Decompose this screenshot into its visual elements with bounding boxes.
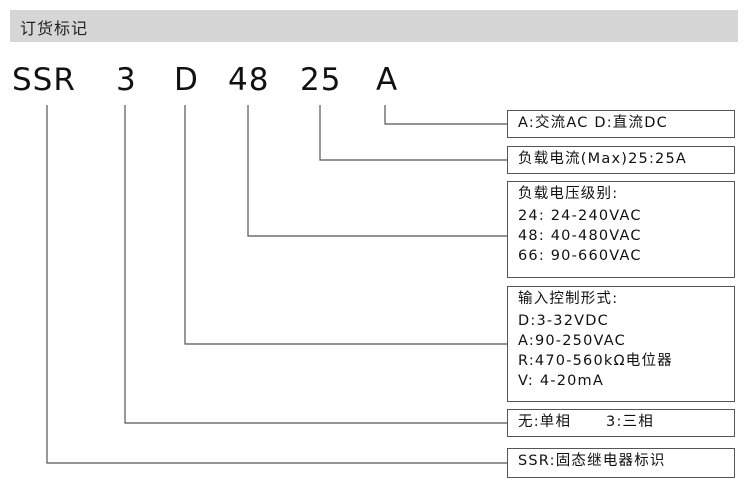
box-current-type: A:交流AC D:直流DC (507, 110, 735, 138)
load-voltage-line: 66: 90-660VAC (518, 248, 642, 264)
input-control-line: A:90-250VAC (518, 333, 626, 349)
code-voltage: 48 (228, 62, 270, 98)
load-voltage-line: 48: 40-480VAC (518, 228, 642, 244)
connector-current (319, 105, 507, 161)
box-phase: 无:单相 3:三相 (507, 409, 735, 437)
current-type-text: A:交流AC D:直流DC (518, 115, 668, 131)
box-input-control: 输入控制形式: D:3-32VDC A:90-250VAC R:470-560k… (507, 286, 735, 402)
connector-voltage (247, 105, 507, 237)
header-bar: 订货标记 (10, 10, 738, 42)
code-current: 25 (300, 62, 342, 98)
code-type: A (376, 62, 399, 98)
input-control-title: 输入控制形式: (518, 291, 619, 307)
code-input: D (174, 62, 199, 98)
input-control-line: D:3-32VDC (518, 313, 609, 329)
phase-text: 无:单相 3:三相 (518, 414, 654, 430)
load-current-text: 负载电流(Max)25:25A (518, 151, 687, 167)
box-load-current: 负载电流(Max)25:25A (507, 146, 735, 174)
box-ssr-mark: SSR:固态继电器标识 (507, 448, 735, 478)
connector-input (184, 105, 507, 345)
ssr-mark-text: SSR:固态继电器标识 (518, 453, 666, 469)
connector-ssr (46, 105, 507, 464)
connector-type (384, 105, 507, 125)
load-voltage-line: 24: 24-240VAC (518, 208, 642, 224)
box-load-voltage: 负载电压级别: 24: 24-240VAC 48: 40-480VAC 66: … (507, 181, 735, 278)
code-ssr: SSR (12, 62, 76, 98)
input-control-line: R:470-560kΩ电位器 (518, 353, 673, 369)
header-title: 订货标记 (20, 19, 89, 38)
load-voltage-title: 负载电压级别: (518, 186, 619, 202)
connector-phase (124, 105, 507, 424)
input-control-line: V: 4-20mA (518, 373, 604, 389)
code-phase: 3 (116, 62, 137, 98)
